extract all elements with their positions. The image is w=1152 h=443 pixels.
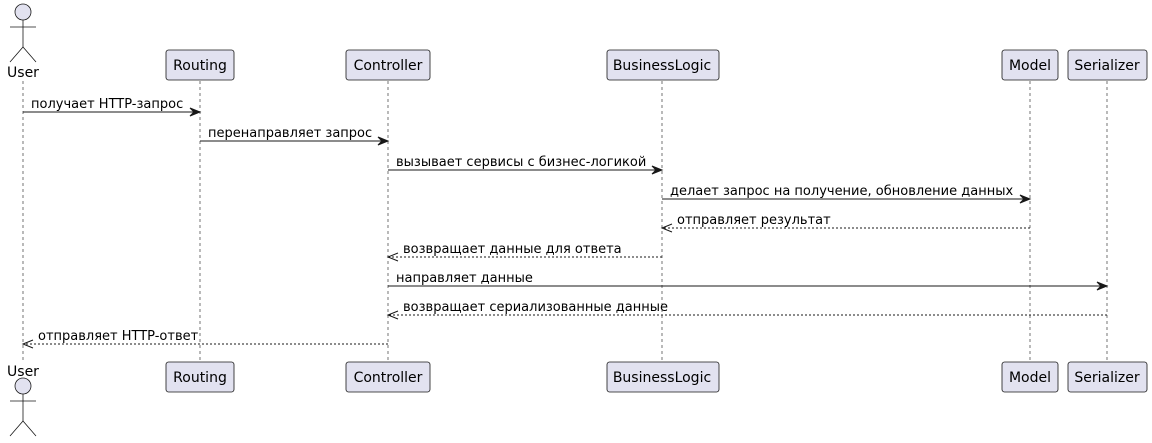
actor-head	[14, 3, 32, 21]
message-6: возвращает данные для ответа	[386, 242, 662, 262]
participant-label: Model	[1009, 58, 1051, 74]
message-label: отправляет результат	[677, 213, 831, 228]
message-label: возвращает сериализованные данные	[403, 300, 668, 315]
participant-label: Model	[1009, 370, 1051, 386]
participant-label: Serializer	[1074, 58, 1139, 74]
participant-label: Controller	[354, 58, 423, 74]
participant-businesslogic-bottom: BusinessLogic	[606, 361, 720, 393]
message-label: делает запрос на получение, обновление д…	[670, 184, 1013, 199]
message-arrowhead	[386, 252, 399, 262]
message-arrowhead	[660, 223, 673, 233]
message-label: вызывает сервисы с бизнес-логикой	[396, 155, 646, 170]
actor-user-bottom: User	[7, 364, 39, 437]
participant-controller-bottom: Controller	[345, 361, 431, 393]
participant-box	[1067, 49, 1148, 81]
participant-routing-bottom: Routing	[165, 361, 235, 393]
participant-box	[606, 49, 720, 81]
participant-label: BusinessLogic	[613, 58, 711, 74]
message-arrowhead	[1019, 194, 1032, 204]
participant-box	[1067, 361, 1148, 393]
message-4: делает запрос на получение, обновление д…	[662, 184, 1032, 204]
actor-head	[14, 377, 32, 395]
actor-user-top: User	[7, 3, 39, 81]
participant-controller-top: Controller	[345, 49, 431, 81]
message-5: отправляет результат	[660, 213, 1030, 233]
participant-label: User	[7, 65, 39, 81]
message-arrowhead	[377, 136, 390, 146]
message-1: получает HTTP-запрос	[23, 97, 202, 117]
participant-box	[345, 361, 431, 393]
participant-box	[1001, 49, 1059, 81]
message-3: вызывает сервисы с бизнес-логикой	[388, 155, 664, 175]
participant-label: Routing	[173, 370, 227, 386]
participant-box	[165, 49, 235, 81]
participant-label: Serializer	[1074, 370, 1139, 386]
participant-businesslogic-top: BusinessLogic	[606, 49, 720, 81]
participant-label: Controller	[354, 370, 423, 386]
message-label: отправляет HTTP-ответ	[38, 329, 199, 344]
participant-label: BusinessLogic	[613, 370, 711, 386]
message-label: перенаправляет запрос	[208, 126, 372, 141]
participant-routing-top: Routing	[165, 49, 235, 81]
message-arrowhead	[651, 165, 664, 175]
participant-model-bottom: Model	[1001, 361, 1059, 393]
participant-box	[345, 49, 431, 81]
message-arrowhead	[386, 310, 399, 320]
message-arrowhead	[1096, 281, 1109, 291]
message-label: возвращает данные для ответа	[403, 242, 622, 257]
participant-box	[606, 361, 720, 393]
message-2: перенаправляет запрос	[200, 126, 390, 146]
participant-box	[165, 361, 235, 393]
participant-model-top: Model	[1001, 49, 1059, 81]
participant-label: Routing	[173, 58, 227, 74]
participant-serializer-top: Serializer	[1067, 49, 1148, 81]
participant-serializer-bottom: Serializer	[1067, 361, 1148, 393]
message-label: направляет данные	[396, 271, 533, 286]
message-9: отправляет HTTP-ответ	[21, 329, 388, 349]
message-7: направляет данные	[388, 271, 1109, 291]
message-8: возвращает сериализованные данные	[386, 300, 1107, 320]
actor-legs	[9, 46, 37, 63]
message-arrowhead	[21, 339, 34, 349]
message-arrowhead	[189, 107, 202, 117]
participant-box	[1001, 361, 1059, 393]
participant-label: User	[7, 364, 39, 380]
actor-legs	[9, 420, 37, 437]
message-label: получает HTTP-запрос	[31, 97, 183, 112]
